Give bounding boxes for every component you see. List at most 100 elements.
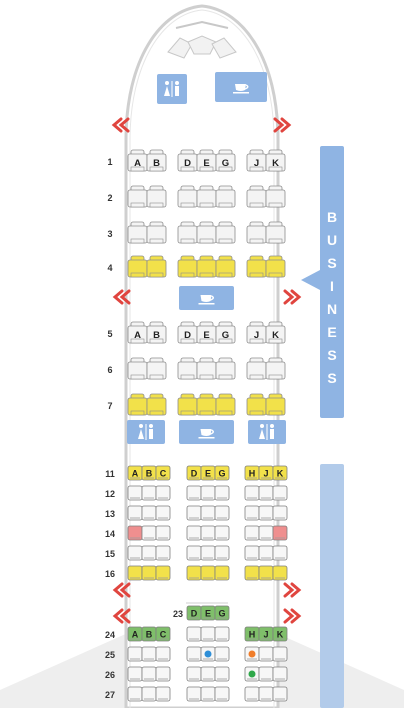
seat-economy[interactable] <box>214 626 230 642</box>
seat-economy[interactable] <box>244 485 260 501</box>
seat-economy[interactable] <box>272 485 288 501</box>
seat-business[interactable] <box>196 357 217 380</box>
seat-economy[interactable] <box>186 505 202 521</box>
seat-economy[interactable] <box>200 485 216 501</box>
seat-economy[interactable] <box>258 505 274 521</box>
seat-economy[interactable] <box>244 666 260 682</box>
seat-economy[interactable] <box>186 686 202 702</box>
seat-economy[interactable] <box>272 545 288 561</box>
seat-business[interactable] <box>177 185 198 208</box>
seat-economy[interactable] <box>127 686 143 702</box>
seat-economy[interactable] <box>186 545 202 561</box>
seat-business[interactable] <box>265 255 286 278</box>
seat-economy[interactable] <box>258 686 274 702</box>
seat-economy[interactable] <box>127 666 143 682</box>
seat-economy[interactable]: B <box>141 626 157 642</box>
seat-business[interactable]: J <box>246 149 267 172</box>
seat-business[interactable] <box>246 255 267 278</box>
seat-economy[interactable] <box>244 525 260 541</box>
seat-economy[interactable] <box>214 485 230 501</box>
seat-economy[interactable] <box>244 646 260 662</box>
seat-economy[interactable] <box>127 646 143 662</box>
seat-economy[interactable] <box>200 626 216 642</box>
seat-economy[interactable] <box>272 565 288 581</box>
seat-business[interactable]: K <box>265 321 286 344</box>
seat-economy[interactable] <box>272 525 288 541</box>
seat-economy[interactable] <box>258 666 274 682</box>
seat-business[interactable] <box>127 221 148 244</box>
seat-business[interactable] <box>246 393 267 416</box>
seat-business[interactable]: E <box>196 149 217 172</box>
seat-economy[interactable] <box>244 545 260 561</box>
seat-economy[interactable]: A <box>127 626 143 642</box>
seat-economy[interactable] <box>258 565 274 581</box>
seat-economy[interactable] <box>272 505 288 521</box>
seat-economy[interactable] <box>214 686 230 702</box>
seat-economy[interactable] <box>214 666 230 682</box>
seat-economy[interactable] <box>141 666 157 682</box>
seat-business[interactable]: B <box>146 149 167 172</box>
seat-economy[interactable] <box>186 485 202 501</box>
seat-economy[interactable] <box>155 525 171 541</box>
seat-economy[interactable] <box>200 545 216 561</box>
seat-economy[interactable] <box>200 565 216 581</box>
seat-economy[interactable] <box>155 646 171 662</box>
seat-business[interactable] <box>177 357 198 380</box>
seat-economy[interactable]: G <box>214 605 230 621</box>
seat-economy[interactable]: H <box>244 626 260 642</box>
seat-business[interactable]: A <box>127 149 148 172</box>
seat-business[interactable] <box>146 393 167 416</box>
seat-business[interactable] <box>215 393 236 416</box>
seat-economy[interactable] <box>155 505 171 521</box>
seat-business[interactable] <box>127 393 148 416</box>
seat-economy[interactable] <box>244 686 260 702</box>
seat-business[interactable] <box>146 357 167 380</box>
seat-business[interactable] <box>196 255 217 278</box>
seat-economy[interactable]: H <box>244 465 260 481</box>
seat-economy[interactable] <box>186 525 202 541</box>
seat-business[interactable] <box>196 185 217 208</box>
seat-economy[interactable] <box>155 565 171 581</box>
seat-business[interactable]: B <box>146 321 167 344</box>
seat-business[interactable]: G <box>215 321 236 344</box>
seat-economy[interactable] <box>214 505 230 521</box>
seat-economy[interactable] <box>141 525 157 541</box>
seat-economy[interactable] <box>127 485 143 501</box>
seat-business[interactable] <box>196 221 217 244</box>
seat-business[interactable] <box>146 255 167 278</box>
seat-economy[interactable] <box>200 646 216 662</box>
seat-economy[interactable]: E <box>200 465 216 481</box>
seat-business[interactable]: G <box>215 149 236 172</box>
seat-economy[interactable] <box>127 545 143 561</box>
seat-economy[interactable] <box>272 686 288 702</box>
seat-economy[interactable] <box>200 666 216 682</box>
seat-business[interactable] <box>177 393 198 416</box>
seat-economy[interactable] <box>155 485 171 501</box>
seat-business[interactable] <box>215 185 236 208</box>
seat-economy[interactable] <box>258 545 274 561</box>
seat-economy[interactable] <box>214 545 230 561</box>
seat-economy[interactable]: E <box>200 605 216 621</box>
seat-economy[interactable]: C <box>155 626 171 642</box>
seat-business[interactable] <box>246 221 267 244</box>
seat-business[interactable] <box>127 185 148 208</box>
seat-business[interactable]: J <box>246 321 267 344</box>
seat-economy[interactable]: J <box>258 465 274 481</box>
seat-business[interactable] <box>215 255 236 278</box>
seat-business[interactable]: E <box>196 321 217 344</box>
seat-economy[interactable] <box>258 646 274 662</box>
seat-business[interactable] <box>146 221 167 244</box>
seat-economy[interactable] <box>141 545 157 561</box>
seat-business[interactable] <box>246 357 267 380</box>
seat-economy[interactable] <box>214 646 230 662</box>
seat-business[interactable] <box>265 393 286 416</box>
seat-business[interactable] <box>196 393 217 416</box>
seat-business[interactable]: K <box>265 149 286 172</box>
seat-economy[interactable] <box>141 686 157 702</box>
seat-economy[interactable] <box>214 565 230 581</box>
seat-economy[interactable] <box>200 686 216 702</box>
seat-business[interactable] <box>265 185 286 208</box>
seat-economy[interactable] <box>258 525 274 541</box>
seat-economy[interactable] <box>141 565 157 581</box>
seat-economy[interactable] <box>155 545 171 561</box>
